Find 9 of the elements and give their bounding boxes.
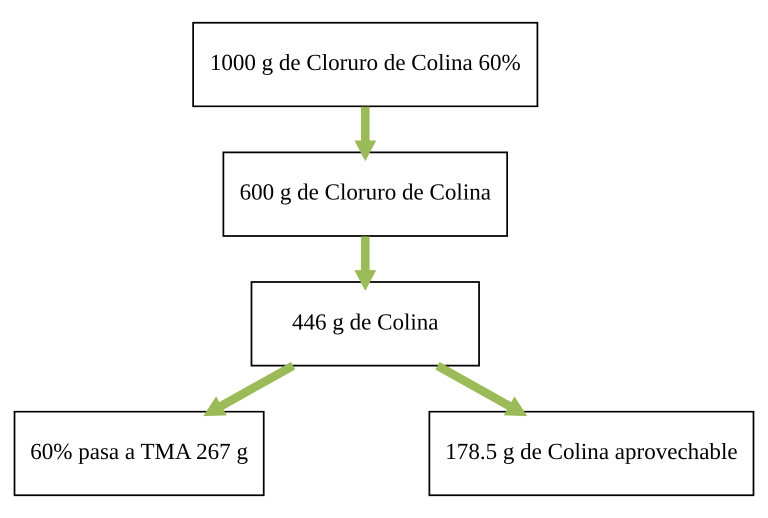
arrow: [354, 106, 376, 162]
arrow: [354, 236, 376, 291]
node-box: 178.5 g de Colina aprovechable: [428, 410, 754, 496]
node-box: 60% pasa a TMA 267 g: [14, 410, 265, 496]
node-box: 446 g de Colina: [250, 281, 480, 366]
node-box: 1000 g de Cloruro de Colina 60%: [192, 22, 538, 108]
arrow: [435, 362, 528, 416]
arrow: [203, 362, 296, 416]
node-box: 600 g de Cloruro de Colina: [222, 152, 508, 237]
